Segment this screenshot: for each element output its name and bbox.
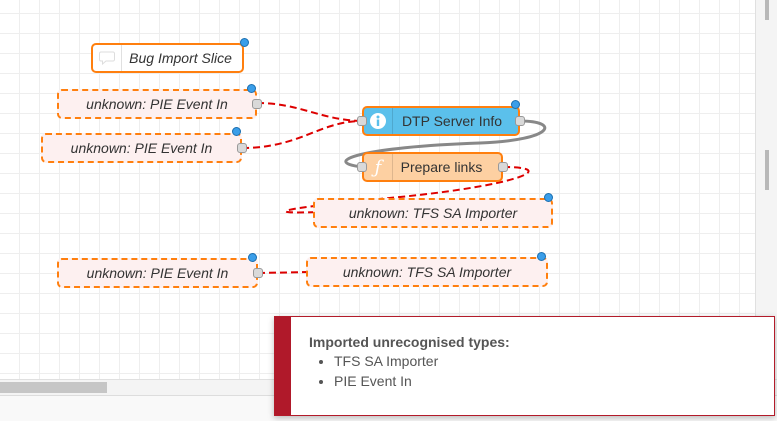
scroll-thumb[interactable] [765, 0, 769, 20]
notification-title: Imported unrecognised types: [309, 334, 510, 350]
node-label: Prepare links [400, 159, 483, 175]
error-notification[interactable]: Imported unrecognised types: TFS SA Impo… [274, 316, 775, 416]
output-port[interactable] [253, 268, 263, 278]
changed-indicator [248, 253, 257, 262]
output-port[interactable] [252, 99, 262, 109]
input-port[interactable] [357, 162, 367, 172]
node-label: unknown: PIE Event In [86, 265, 229, 281]
changed-indicator [544, 193, 553, 202]
error-accent-bar [275, 317, 291, 415]
info-icon [364, 108, 393, 134]
node-label: unknown: PIE Event In [86, 96, 228, 112]
node-label: unknown: PIE Event In [70, 140, 213, 156]
node-label: DTP Server Info [401, 113, 503, 129]
info-node-dtp-server-info[interactable]: DTP Server Info [362, 106, 520, 136]
node-label: unknown: TFS SA Importer [348, 205, 518, 221]
unknown-node-tfs-sa-importer[interactable]: unknown: TFS SA Importer [313, 198, 553, 228]
wire-pie1-to-dtp[interactable] [256, 102, 363, 122]
function-node-prepare-links[interactable]: ƒ Prepare links [362, 152, 503, 182]
scroll-thumb[interactable] [0, 382, 107, 393]
changed-indicator [240, 38, 249, 47]
changed-indicator [511, 100, 520, 109]
unrecognised-types-list: TFS SA Importer PIE Event In [309, 351, 438, 391]
wire-pie3-to-tfs2[interactable] [257, 271, 311, 274]
wire-pie2-to-dtp[interactable] [241, 120, 363, 149]
wire-prepare-to-tfs1[interactable] [284, 166, 530, 214]
changed-indicator [247, 84, 256, 93]
changed-indicator [232, 127, 241, 136]
output-port[interactable] [515, 116, 525, 126]
input-port[interactable] [357, 116, 367, 126]
output-port[interactable] [237, 143, 247, 153]
output-port[interactable] [498, 162, 508, 172]
unknown-node-pie-event-in[interactable]: unknown: PIE Event In [41, 133, 242, 163]
unknown-node-pie-event-in[interactable]: unknown: PIE Event In [57, 89, 257, 119]
unknown-node-pie-event-in[interactable]: unknown: PIE Event In [57, 258, 258, 288]
list-item: PIE Event In [334, 371, 438, 391]
scroll-thumb[interactable] [765, 150, 769, 190]
changed-indicator [537, 252, 546, 261]
comment-node-bug-import-slice[interactable]: Bug Import Slice [91, 43, 244, 73]
vertical-scrollbar[interactable] [755, 0, 777, 394]
comment-icon [93, 45, 122, 71]
list-item: TFS SA Importer [334, 351, 438, 371]
node-label: unknown: TFS SA Importer [342, 264, 512, 280]
function-icon: ƒ [364, 154, 393, 180]
unknown-node-tfs-sa-importer[interactable]: unknown: TFS SA Importer [306, 257, 548, 287]
node-label: Bug Import Slice [129, 50, 232, 66]
wire-dtp-to-prepare[interactable] [344, 119, 547, 169]
